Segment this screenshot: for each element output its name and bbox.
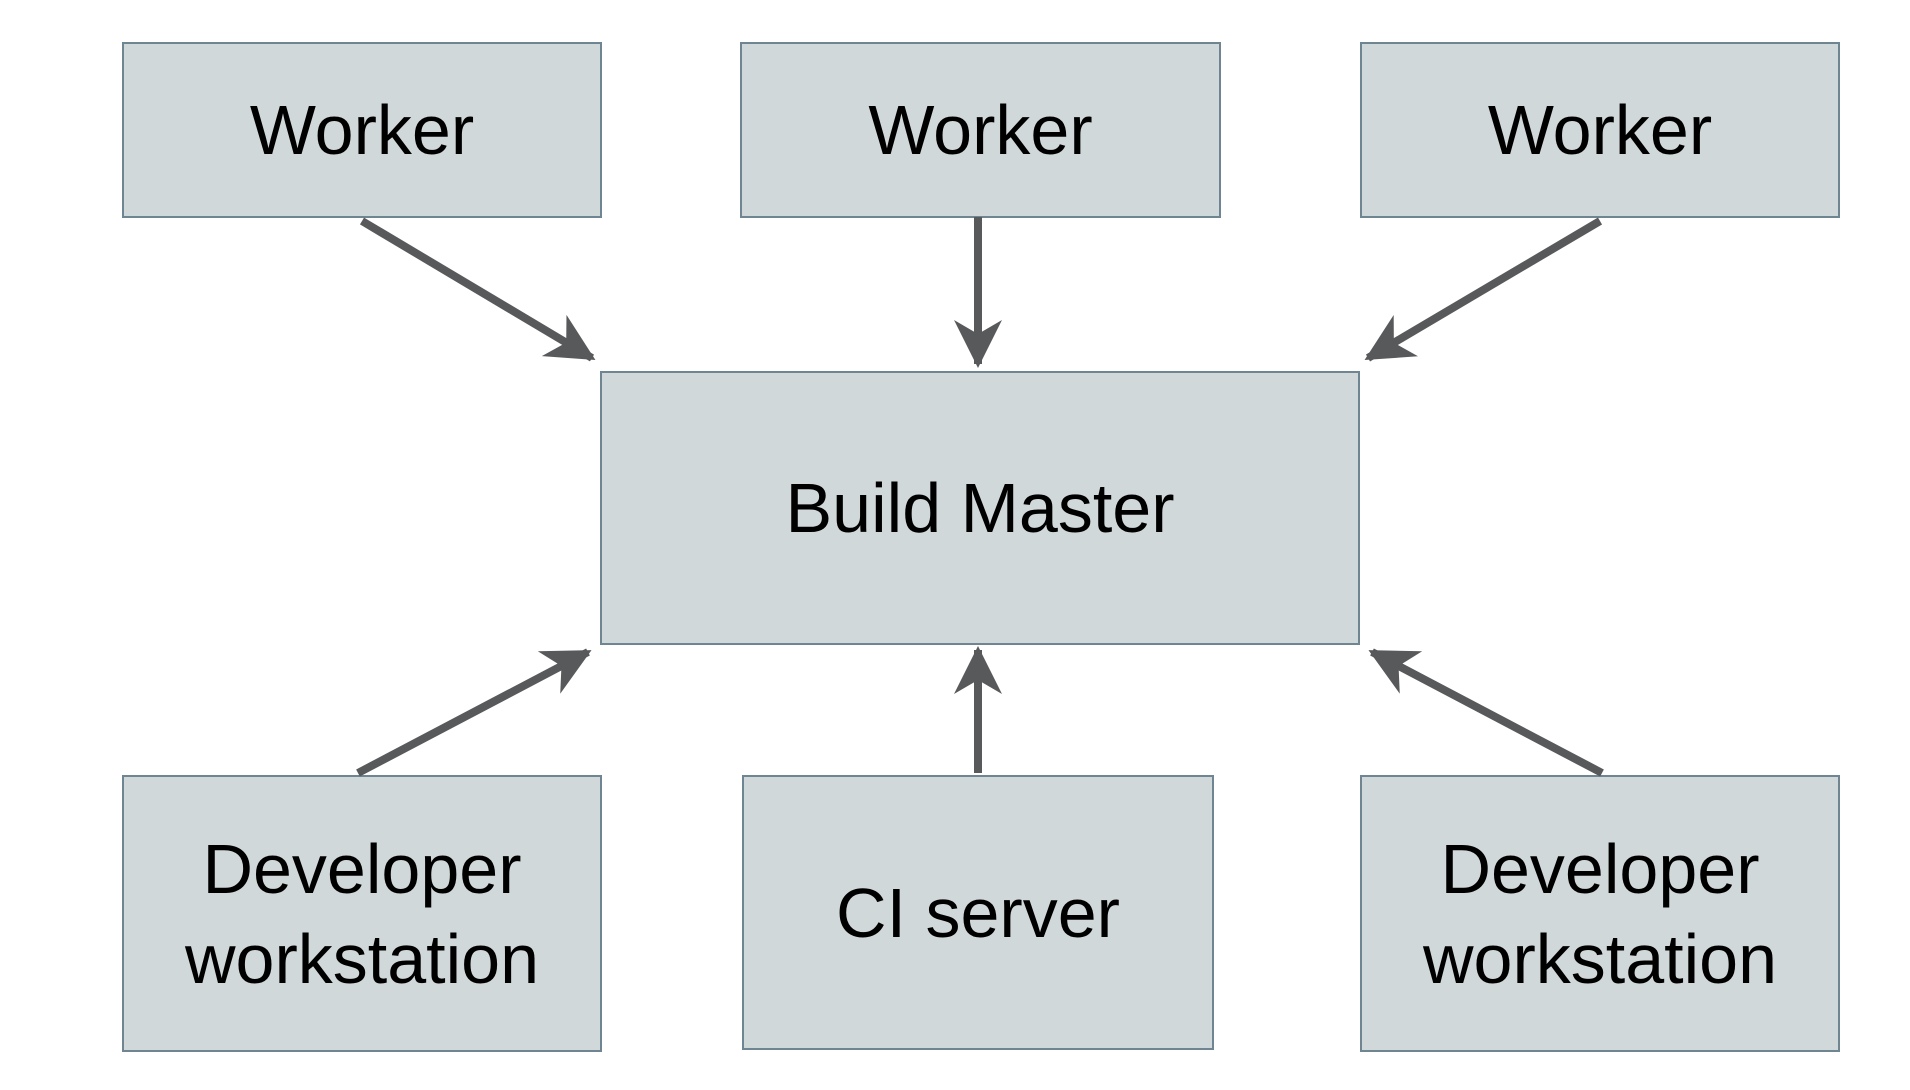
node-developer-workstation-left-label: Developer workstation (184, 829, 540, 998)
node-build-master: Build Master (600, 371, 1360, 645)
node-developer-workstation-right: Developer workstation (1360, 775, 1840, 1052)
node-worker-3-label: Worker (1487, 91, 1713, 169)
arrow-worker3-to-build-master (1364, 217, 1603, 362)
node-developer-workstation-right-label: Developer workstation (1422, 829, 1778, 998)
node-worker-3: Worker (1360, 42, 1840, 218)
node-build-master-label: Build Master (785, 469, 1175, 547)
node-worker-2-label: Worker (868, 91, 1093, 169)
node-ci-server-label: CI server (836, 873, 1120, 952)
arrow-dev-left-to-build-master (356, 648, 592, 777)
node-worker-2: Worker (740, 42, 1221, 218)
arrow-dev-right-to-build-master (1368, 648, 1604, 777)
node-ci-server: CI server (742, 775, 1214, 1050)
node-worker-1: Worker (122, 42, 602, 218)
node-developer-workstation-left: Developer workstation (122, 775, 602, 1052)
node-worker-1-label: Worker (249, 91, 475, 169)
arrow-worker1-to-build-master (359, 217, 596, 362)
